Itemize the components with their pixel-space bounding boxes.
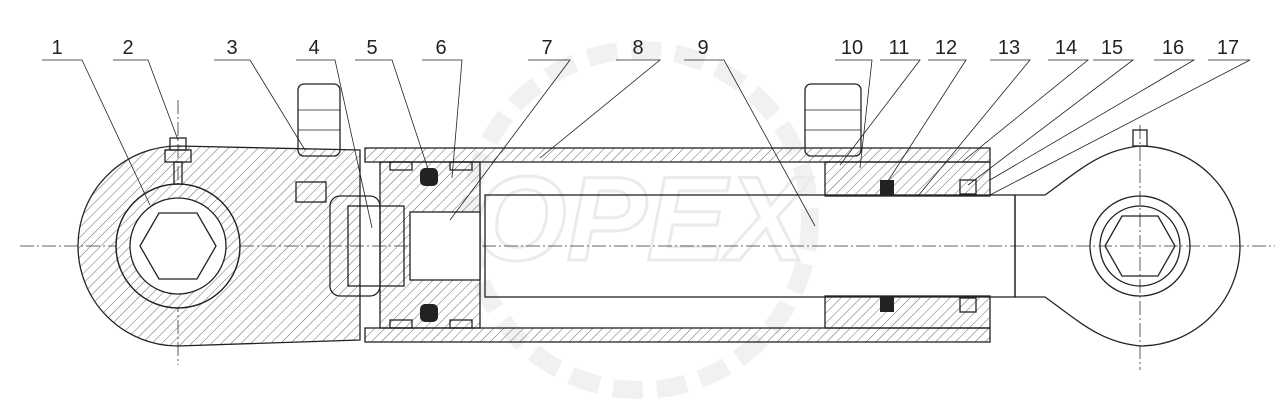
callout-5: 5: [355, 37, 431, 176]
svg-text:2: 2: [122, 37, 133, 59]
rear-clevis: [77, 145, 361, 347]
svg-text:3: 3: [226, 37, 237, 59]
callout-1: 1: [42, 37, 151, 206]
grease-nipple: [164, 137, 192, 185]
callout-7: 7: [449, 37, 571, 221]
callout-15: 15: [967, 37, 1135, 186]
svg-text:1: 1: [51, 37, 62, 59]
svg-text:10: 10: [841, 37, 863, 59]
svg-text:OPEX: OPEX: [473, 152, 813, 286]
piston-nut: [329, 195, 405, 297]
port-fitting-right: [804, 83, 862, 157]
rod-eye: [1014, 129, 1241, 347]
callout-9: 9: [684, 37, 816, 227]
callout-16: 16: [989, 37, 1196, 181]
svg-text:13: 13: [998, 37, 1020, 59]
svg-text:15: 15: [1101, 37, 1123, 59]
callout-2: 2: [113, 37, 179, 141]
callout-8: 8: [539, 37, 662, 159]
callout-6: 6: [422, 37, 463, 179]
svg-text:14: 14: [1055, 37, 1077, 59]
svg-text:6: 6: [435, 37, 446, 59]
svg-text:7: 7: [541, 37, 552, 59]
cylinder-tube-top: [364, 147, 991, 163]
svg-text:17: 17: [1217, 37, 1239, 59]
svg-text:4: 4: [308, 37, 319, 59]
svg-text:16: 16: [1162, 37, 1184, 59]
piston: [379, 161, 481, 329]
callout-17: 17: [989, 37, 1251, 196]
svg-text:8: 8: [632, 37, 643, 59]
svg-text:5: 5: [366, 37, 377, 59]
cylinder-tube-bottom: [364, 327, 991, 343]
watermark-logo: OPEX: [461, 41, 819, 399]
callout-11: 11: [839, 37, 921, 166]
callouts: 1 2 3 4 5 6 7 8 9 10 11 12 13 14 15 16 1…: [42, 37, 1251, 229]
callout-10: 10: [835, 37, 873, 169]
port-fitting-left: [295, 83, 341, 203]
callout-12: 12: [885, 37, 967, 185]
gland: [824, 161, 991, 329]
callout-3: 3: [214, 37, 306, 151]
callout-13: 13: [917, 37, 1031, 197]
callout-14: 14: [961, 37, 1090, 163]
svg-text:11: 11: [889, 37, 910, 59]
svg-text:12: 12: [935, 37, 957, 59]
callout-4: 4: [296, 37, 373, 229]
svg-text:9: 9: [697, 37, 708, 59]
